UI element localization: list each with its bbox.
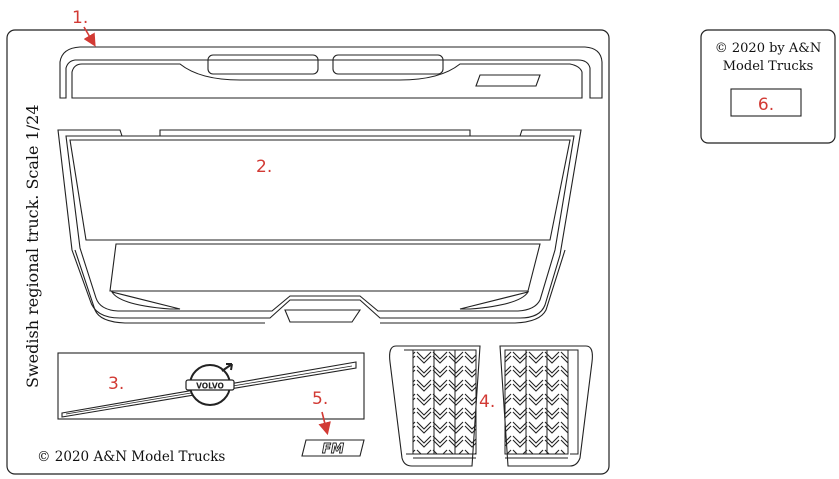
part-5-fm-badge: FM: [301, 439, 365, 457]
side-card-line2: Model Trucks: [723, 59, 814, 74]
part-number-4: 4.: [479, 392, 495, 412]
sheet-copyright: © 2020 A&N Model Trucks: [37, 449, 225, 465]
part-number-3: 3.: [108, 374, 124, 394]
part-4-mud-flap-right: [499, 345, 593, 467]
part-1-sun-visor: [59, 46, 603, 99]
sheet-border: [6, 29, 610, 475]
part-number-2: 2.: [256, 157, 272, 177]
part-3-border: [57, 352, 365, 420]
part-number-5: 5.: [312, 389, 328, 409]
side-card-border: [700, 29, 836, 144]
part-number-1: 1.: [72, 8, 88, 28]
part-4-mud-flap-left: [389, 345, 481, 467]
side-card: © 2020 by A&N Model Trucks 6.: [700, 29, 836, 144]
arrow-to-part-5: [318, 411, 331, 436]
fm-label: FM: [322, 442, 344, 457]
arrow-to-part-1: [83, 26, 96, 47]
part-2-windshield-frame: [57, 129, 582, 324]
side-card-line1: © 2020 by A&N: [715, 41, 821, 56]
part-6-box: [730, 88, 802, 117]
brand-label: VOLVO: [196, 382, 224, 391]
part-3-grille-strip: VOLVO: [57, 352, 365, 420]
sheet-vertical-title: Swedish regional truck. Scale 1/24: [23, 104, 42, 388]
part-number-6: 6.: [758, 95, 774, 115]
